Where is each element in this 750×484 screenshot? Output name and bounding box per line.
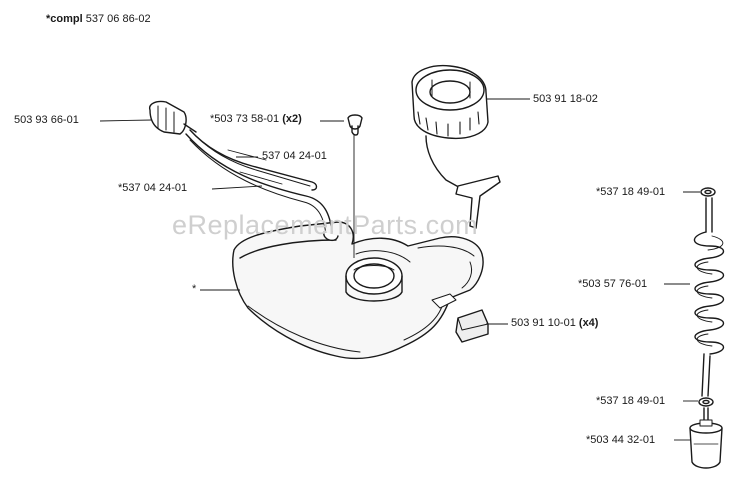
hose-straight-top [705,197,713,233]
fuel-cap-drawing [411,64,489,140]
cap-strap-drawing [425,135,501,229]
damper-part-number: 503 91 10-01 [511,317,576,329]
filler-neck-drawing [345,257,403,302]
fuel-filter-drawing [689,419,723,469]
grommet-part-number: *503 73 58-01 [210,113,280,125]
kit-number: 537 06 86-02 [85,13,151,25]
callout-fuel-pickup-fitting: 503 93 66-01 [14,114,79,126]
callout-fuel-filter: *503 44 32-01 [586,434,656,446]
damper-quantity: (x4) [578,317,599,329]
callout-fuel-line-lower: *537 04 24-01 [118,182,188,194]
damper-drawing [431,293,489,343]
grommet-quantity: (x2) [282,113,302,125]
washer-top-drawing [700,187,716,197]
kit-prefix: *compl [46,13,83,25]
callout-washer-top: *537 18 49-01 [596,186,666,198]
callout-fuel-line-upper: 537 04 24-01 [262,150,327,162]
callout-vibration-damper: 503 91 10-01 (x4) [511,317,598,330]
callout-washer-bottom: *537 18 49-01 [596,395,666,407]
fuel-pickup-fitting-drawing [149,100,197,135]
leader-lines [99,98,700,441]
spiral-hose-drawing [693,231,725,355]
callout-fuel-tank: * [192,283,197,295]
callout-spiral-hose: *503 57 76-01 [578,278,648,290]
callout-fuel-cap: 503 91 18-02 [533,93,598,105]
fuel-lines-drawing [185,129,339,242]
kit-title: *compl 537 06 86-02 [46,13,151,26]
washer-bottom-drawing [698,397,714,421]
hose-straight-bottom [701,353,711,397]
grommet-drawing [347,114,363,136]
callout-grommet: *503 73 58-01 (x2) [210,113,302,126]
watermark-text: eReplacementParts.com [172,210,479,240]
